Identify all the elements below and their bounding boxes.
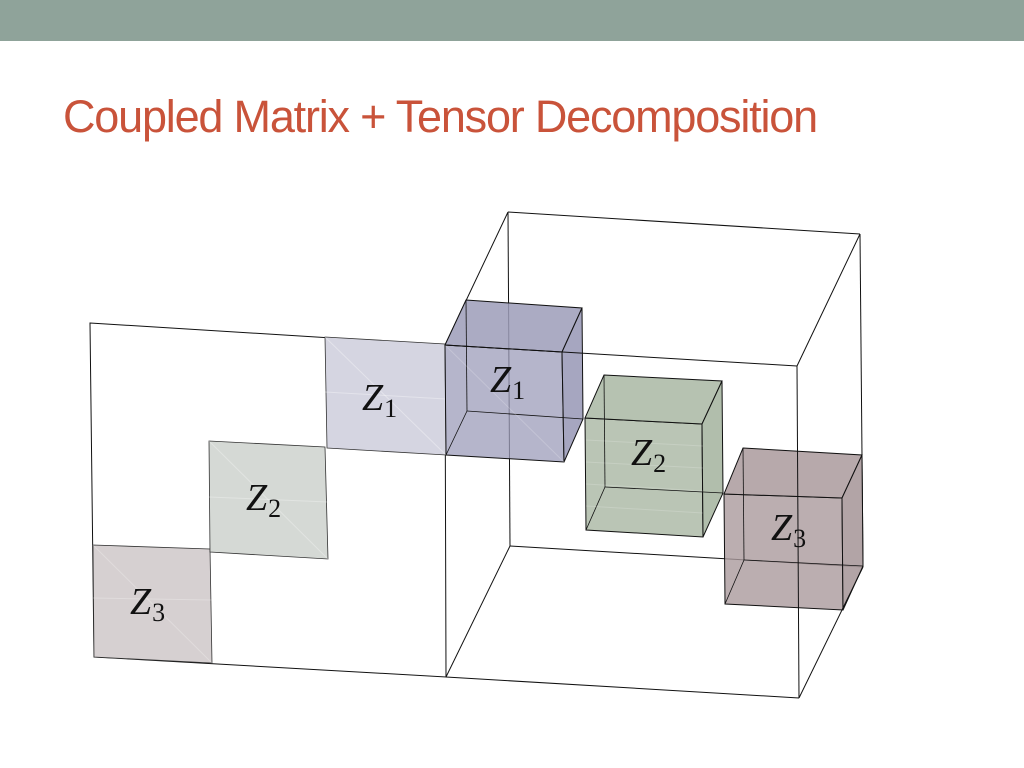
matrix-block-z1	[324, 336, 447, 456]
matrix-block-z3	[92, 544, 213, 664]
tensor-block-z1	[444, 299, 584, 463]
top-bar	[0, 0, 1024, 41]
matrix-block-z2	[208, 440, 329, 560]
matrix-label-z2: Z2	[246, 477, 281, 523]
tensor-label-z3: Z3	[771, 507, 806, 553]
matrix-label-z1: Z1	[362, 377, 397, 423]
tensor-box-front	[444, 233, 864, 699]
slide-title: Coupled Matrix + Tensor Decomposition	[63, 91, 818, 142]
tensor-label-z2: Z2	[631, 432, 666, 478]
matrix-label-z3: Z3	[130, 581, 165, 627]
tensor-block-z3	[723, 447, 864, 611]
tensor-label-z1: Z1	[490, 359, 525, 405]
tensor-block-z2	[584, 374, 724, 538]
